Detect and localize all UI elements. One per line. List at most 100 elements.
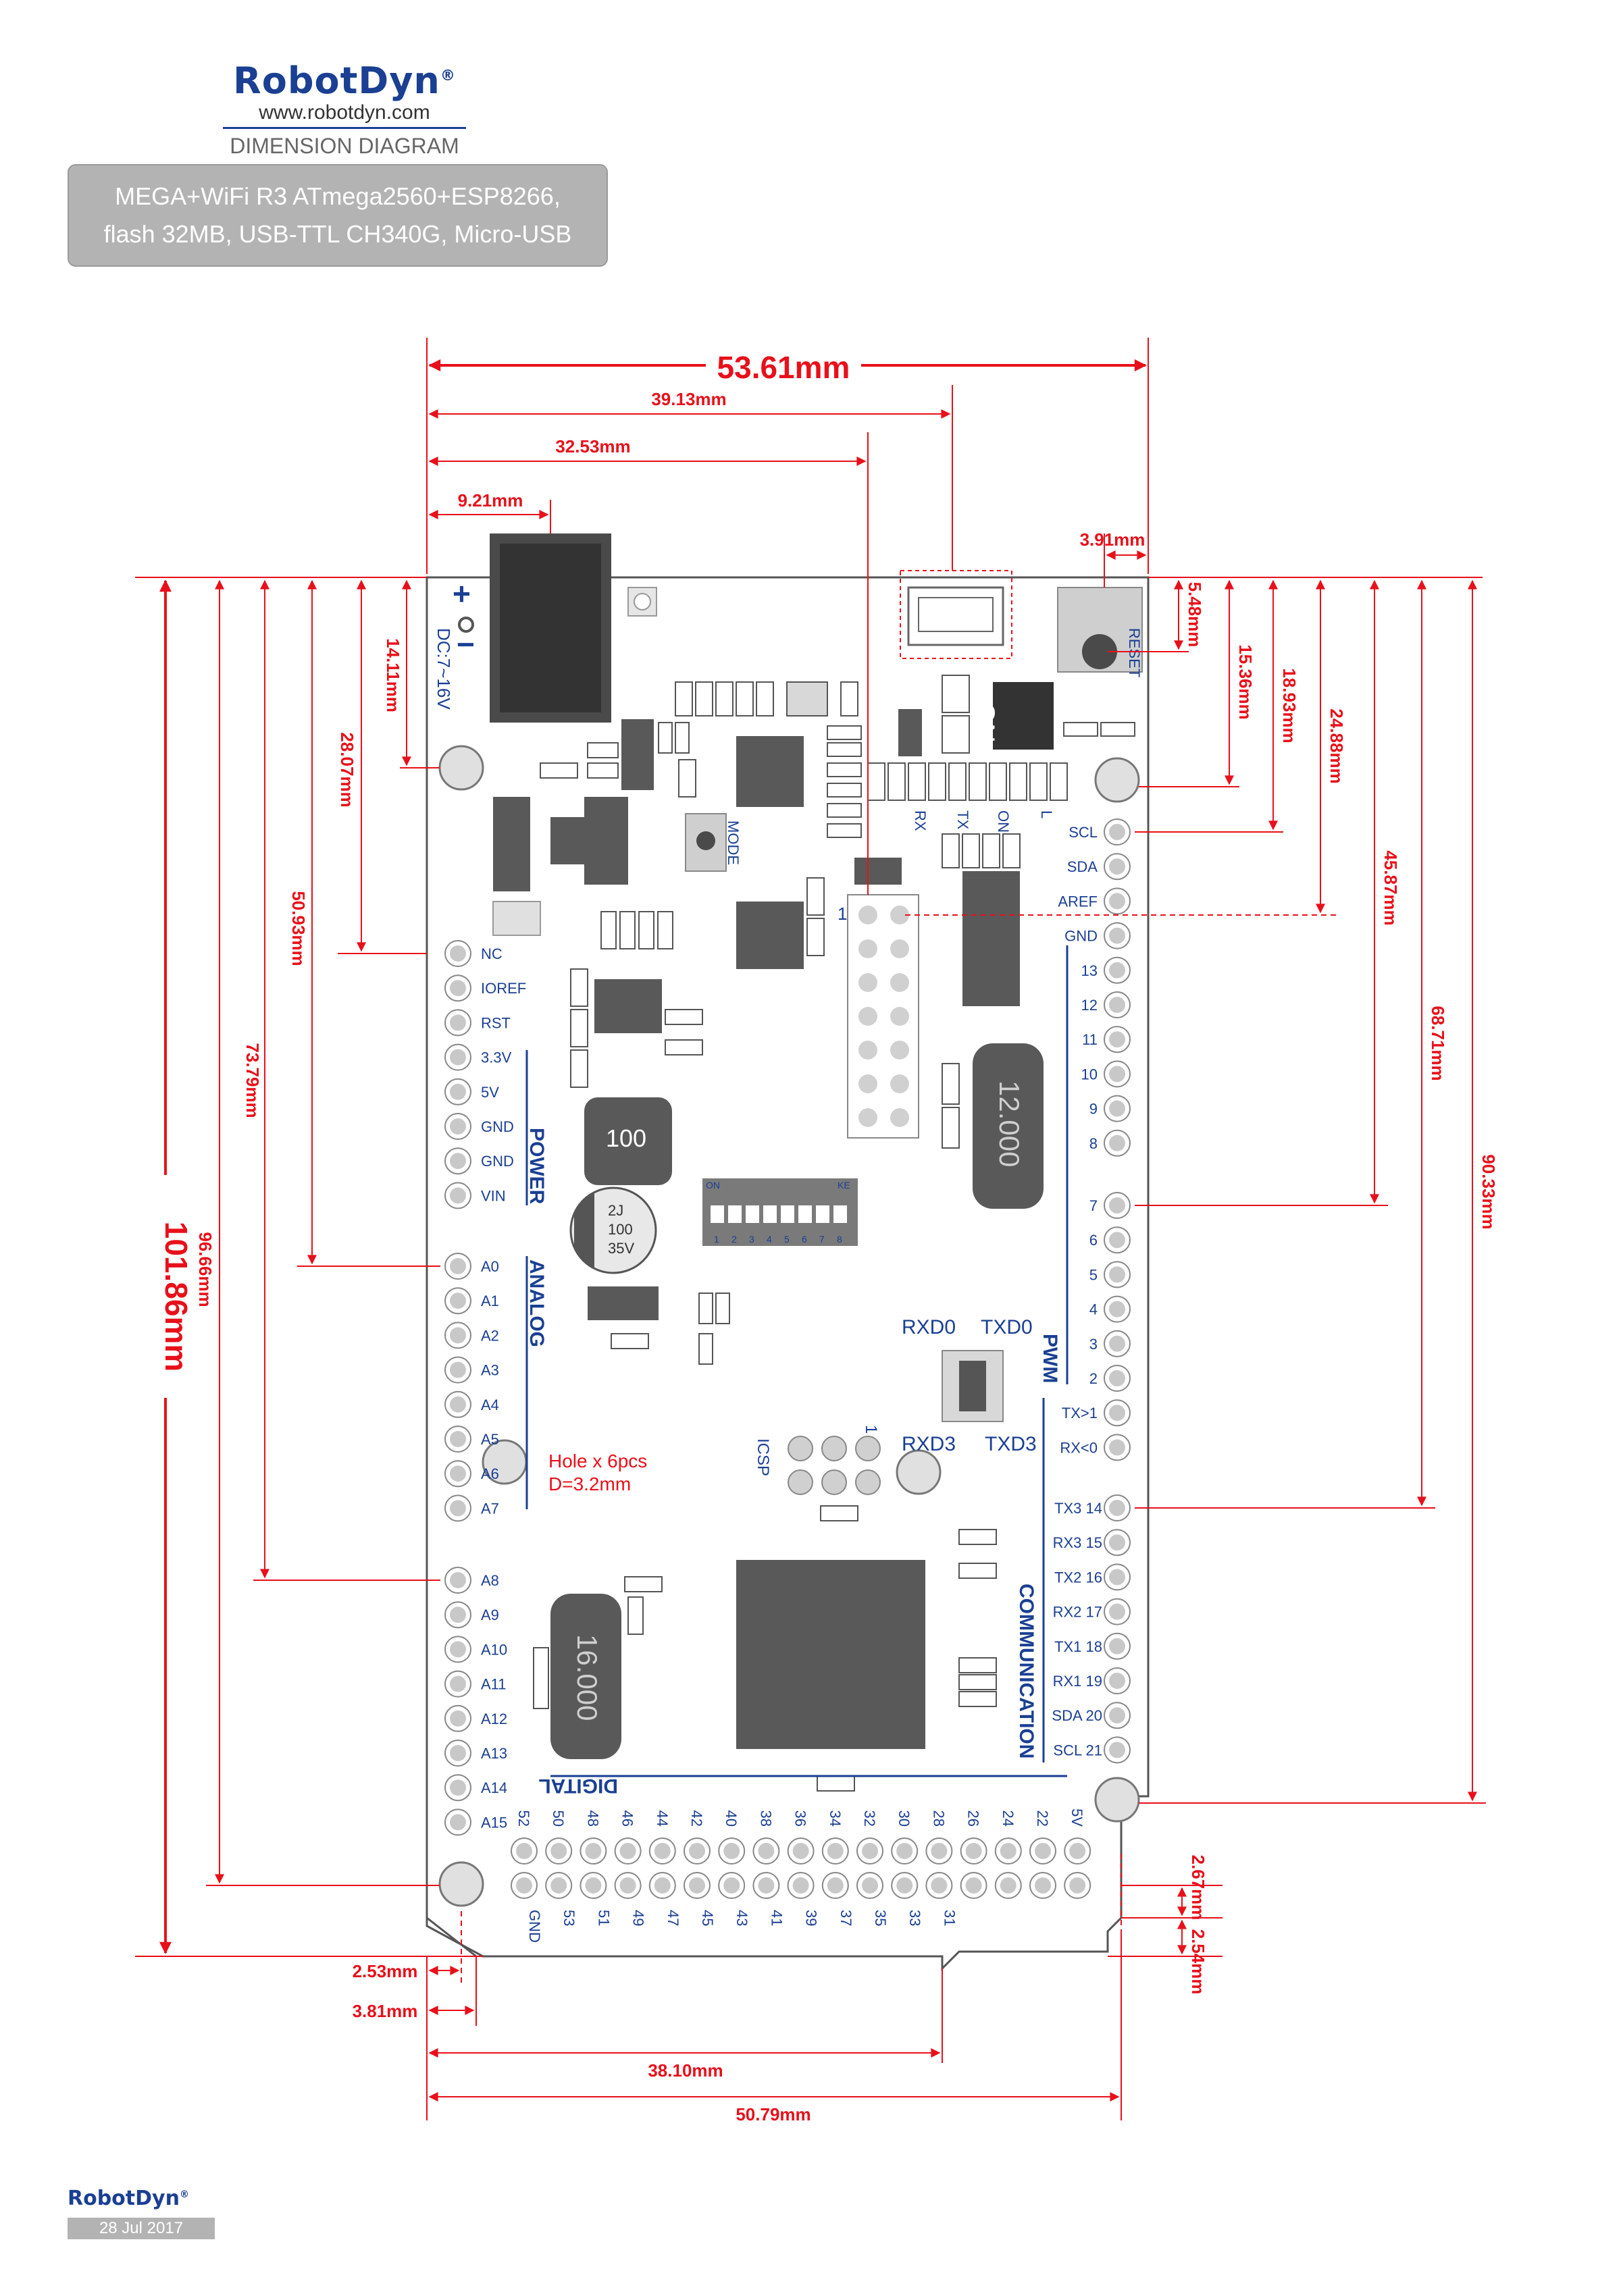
pin-label: 49 xyxy=(630,1910,647,1926)
pin-label: 34 xyxy=(827,1810,844,1827)
pin-label: 43 xyxy=(734,1910,750,1926)
mounting-hole xyxy=(438,1861,484,1907)
header-pin xyxy=(787,1872,815,1899)
dim-label-90-33: 90.33mm xyxy=(1478,1154,1499,1229)
dip-ke-label: KE xyxy=(838,1180,850,1191)
analog-title: ANALOG xyxy=(525,1259,548,1347)
pin-label: 26 xyxy=(965,1810,982,1827)
on-switch xyxy=(993,682,1054,750)
dim-label-50-93: 50.93mm xyxy=(288,891,309,966)
board-outline-edge xyxy=(426,577,477,1958)
right-header-pins xyxy=(1104,818,1131,1764)
header-pin xyxy=(444,1636,471,1663)
crystal-top-body xyxy=(973,1043,1044,1209)
dim-label-50-79: 50.79mm xyxy=(736,2104,810,2124)
pin-label: RX1 19 xyxy=(1053,1673,1102,1690)
pin-label: 40 xyxy=(723,1810,740,1827)
header-pin xyxy=(1104,956,1131,984)
pin-label: A6 xyxy=(481,1465,499,1482)
pin-label: 10 xyxy=(1081,1066,1098,1082)
header-pin xyxy=(444,1808,471,1836)
header-pin xyxy=(1104,1095,1131,1122)
pin-label: 5V xyxy=(481,1084,499,1101)
pin-label: 13 xyxy=(1081,962,1098,979)
pin-label: VIN xyxy=(481,1187,506,1204)
dip-number: 8 xyxy=(837,1234,842,1245)
pin-label: 3.3V xyxy=(481,1049,512,1066)
header-pin xyxy=(891,1837,919,1864)
header-pin xyxy=(1104,1226,1131,1254)
polyfuse xyxy=(854,858,902,885)
pin-label: A9 xyxy=(481,1607,499,1623)
header-pin xyxy=(925,1837,953,1864)
icsp-pin1-label: 1 xyxy=(838,904,847,924)
header-pin xyxy=(1104,1736,1131,1764)
pin-label: RST xyxy=(481,1014,511,1031)
header-pin xyxy=(925,1872,953,1899)
header-pin xyxy=(1104,922,1131,949)
dip-number: 5 xyxy=(784,1234,790,1245)
header-pin xyxy=(614,1837,642,1864)
header-pin xyxy=(444,1426,471,1453)
small-transistor xyxy=(898,709,922,756)
pin-label: GND xyxy=(526,1910,543,1943)
pin-label: 11 xyxy=(1082,1031,1098,1048)
pin-label: TX2 16 xyxy=(1054,1569,1102,1586)
tx-led-label: TX xyxy=(954,810,971,829)
digital-title: DIGITAL xyxy=(538,1775,618,1797)
dim-label-icsp: 32.53mm xyxy=(555,436,630,456)
header-pin xyxy=(511,1872,538,1899)
smd-components xyxy=(533,675,1135,1792)
header-pin xyxy=(444,1113,471,1140)
dip-number: 1 xyxy=(714,1234,719,1245)
header-pin xyxy=(1104,1494,1131,1521)
pin-label: 12 xyxy=(1081,997,1098,1014)
header-pin xyxy=(444,1322,471,1349)
pin-label: RX3 15 xyxy=(1053,1534,1102,1551)
header-pin xyxy=(444,1774,471,1802)
pin-label: 36 xyxy=(792,1810,809,1827)
rxd0-label: RXD0 xyxy=(902,1316,956,1338)
rxd3-label: RXD3 xyxy=(902,1433,956,1455)
pin-label: 2 xyxy=(1089,1370,1098,1387)
pin-label: 42 xyxy=(688,1810,705,1827)
pin-label: 9 xyxy=(1089,1101,1098,1118)
pin-label: 24 xyxy=(1000,1810,1017,1827)
mounting-hole xyxy=(896,1449,942,1495)
small-ic xyxy=(594,979,662,1033)
dip-switch-keys xyxy=(711,1205,847,1223)
dc-voltage-label: DC:7~16V xyxy=(434,628,454,710)
regulator-ic xyxy=(621,719,654,790)
pin-label: 52 xyxy=(515,1810,532,1827)
pin-label: A5 xyxy=(481,1431,499,1448)
atmega2560 xyxy=(736,1560,925,1749)
header-pin xyxy=(856,1837,883,1864)
dimension-labels: 53.61mm 39.13mm 32.53mm 9.21mm 3.91mm 10… xyxy=(152,346,1499,2124)
icsp-label: ICSP xyxy=(754,1438,772,1476)
capacitor-label-1: 2J xyxy=(608,1202,623,1219)
pin-label: A3 xyxy=(481,1362,499,1379)
product-title-line1: MEGA+WiFi R3 ATmega2560+ESP8266, xyxy=(115,182,561,210)
header-pin xyxy=(1064,1837,1091,1864)
header-pin xyxy=(752,1837,780,1864)
header-pin xyxy=(994,1872,1022,1899)
header-pin xyxy=(1104,1702,1131,1729)
dim-label-18-93: 18.93mm xyxy=(1279,668,1300,743)
dip-number: 4 xyxy=(767,1234,772,1245)
pin-label: 47 xyxy=(665,1910,681,1926)
header-pin xyxy=(444,1287,471,1315)
mode-label: MODE xyxy=(725,820,742,865)
diode xyxy=(493,797,530,891)
pin-label: 38 xyxy=(757,1810,774,1827)
power-title: POWER xyxy=(525,1128,548,1205)
header-pin xyxy=(821,1872,849,1899)
header-pin xyxy=(960,1872,987,1899)
pin-label: 32 xyxy=(861,1810,878,1827)
capacitor-label-2: 100 xyxy=(608,1221,633,1238)
dim-label-reset: 3.91mm xyxy=(1080,529,1146,550)
header-pin xyxy=(444,1078,471,1105)
pin-label: SCL xyxy=(1069,824,1098,841)
hole-note-line1: Hole x 6pcs xyxy=(548,1451,647,1471)
header-pin xyxy=(1104,1434,1131,1461)
